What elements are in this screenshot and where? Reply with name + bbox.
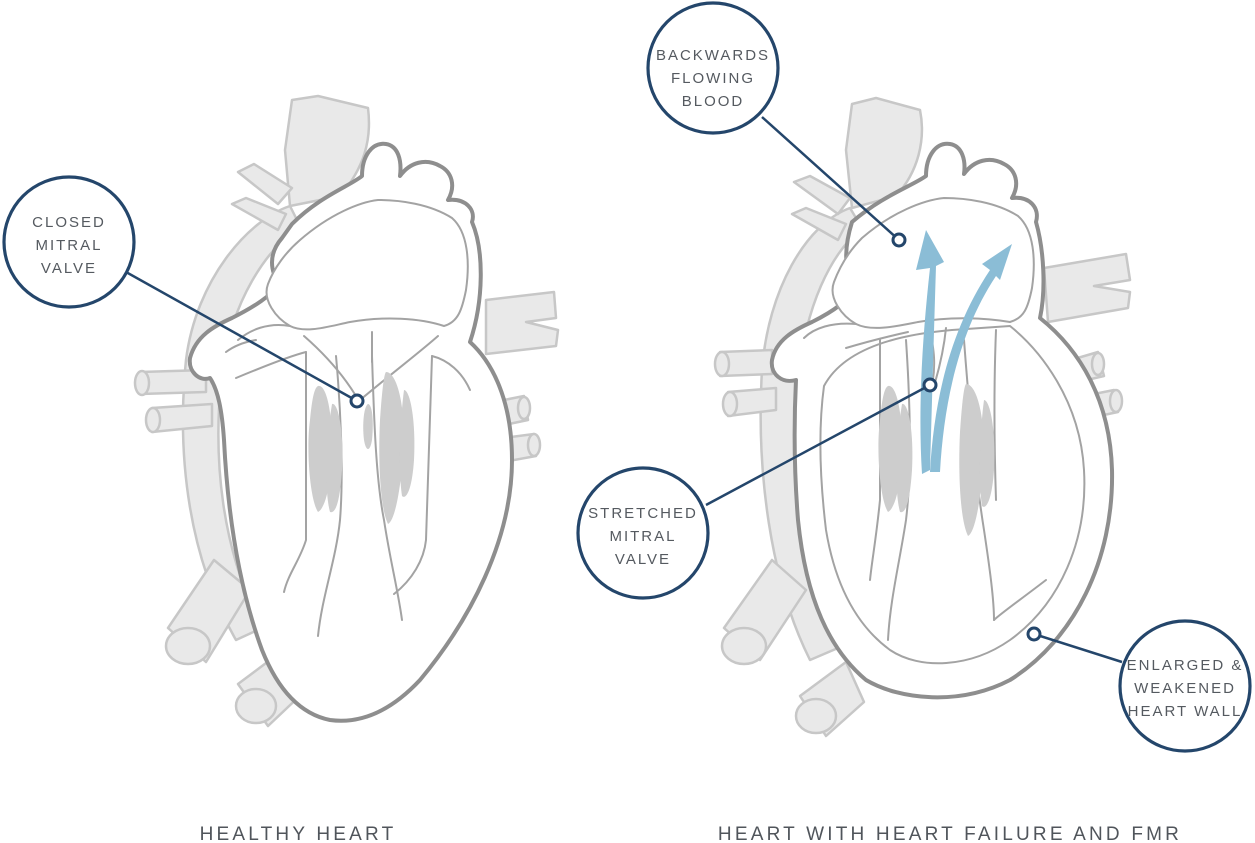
callout-line: MITRAL bbox=[35, 237, 102, 254]
callout-line: BLOOD bbox=[682, 93, 745, 110]
enlarged-wall-marker bbox=[1026, 626, 1042, 642]
flow-arrow-left bbox=[916, 230, 944, 474]
closed-valve-leader bbox=[125, 270, 358, 403]
stretched-valve-leader bbox=[705, 383, 931, 507]
callout-line: BACKWARDS bbox=[656, 47, 770, 64]
callout-closed-mitral-valve: CLOSED MITRAL VALVE bbox=[2, 175, 136, 309]
callout-line: WEAKENED bbox=[1134, 680, 1236, 697]
failure-heart-caption: HEART WITH HEART FAILURE AND FMR bbox=[718, 824, 1182, 843]
healthy-left-atrium bbox=[265, 199, 469, 331]
callout-line: MITRAL bbox=[609, 528, 676, 545]
stretched-valve-marker bbox=[922, 377, 938, 393]
backwards-flow-leader bbox=[761, 116, 900, 241]
closed-valve-marker bbox=[349, 393, 365, 409]
callout-line: VALVE bbox=[615, 551, 671, 568]
callout-line: ENLARGED & bbox=[1127, 657, 1244, 674]
callout-stretched-mitral-valve: STRETCHED MITRAL VALVE bbox=[576, 466, 710, 600]
callout-backwards-flowing-blood: BACKWARDS FLOWING BLOOD bbox=[646, 1, 780, 135]
healthy-heart-caption: HEALTHY HEART bbox=[200, 824, 397, 843]
failure-vessels bbox=[713, 96, 1132, 738]
callout-line: CLOSED bbox=[32, 214, 106, 231]
enlarged-wall-leader bbox=[1033, 632, 1123, 664]
healthy-heart: CLOSED MITRAL VALVE HEALTHY HEART bbox=[2, 94, 560, 843]
flow-arrow-right bbox=[930, 244, 1012, 472]
callout-line: FLOWING bbox=[671, 70, 755, 87]
callout-enlarged-weakened-heart-wall: ENLARGED & WEAKENED HEART WALL bbox=[1118, 619, 1252, 753]
callout-line: VALVE bbox=[41, 260, 97, 277]
backwards-flow-arrows bbox=[916, 230, 1012, 474]
failure-heart: BACKWARDS FLOWING BLOOD STRETCHED MITRAL… bbox=[576, 1, 1252, 843]
callout-line: HEART WALL bbox=[1128, 703, 1243, 720]
callout-line: STRETCHED bbox=[588, 505, 698, 522]
backwards-flow-marker bbox=[891, 232, 907, 248]
